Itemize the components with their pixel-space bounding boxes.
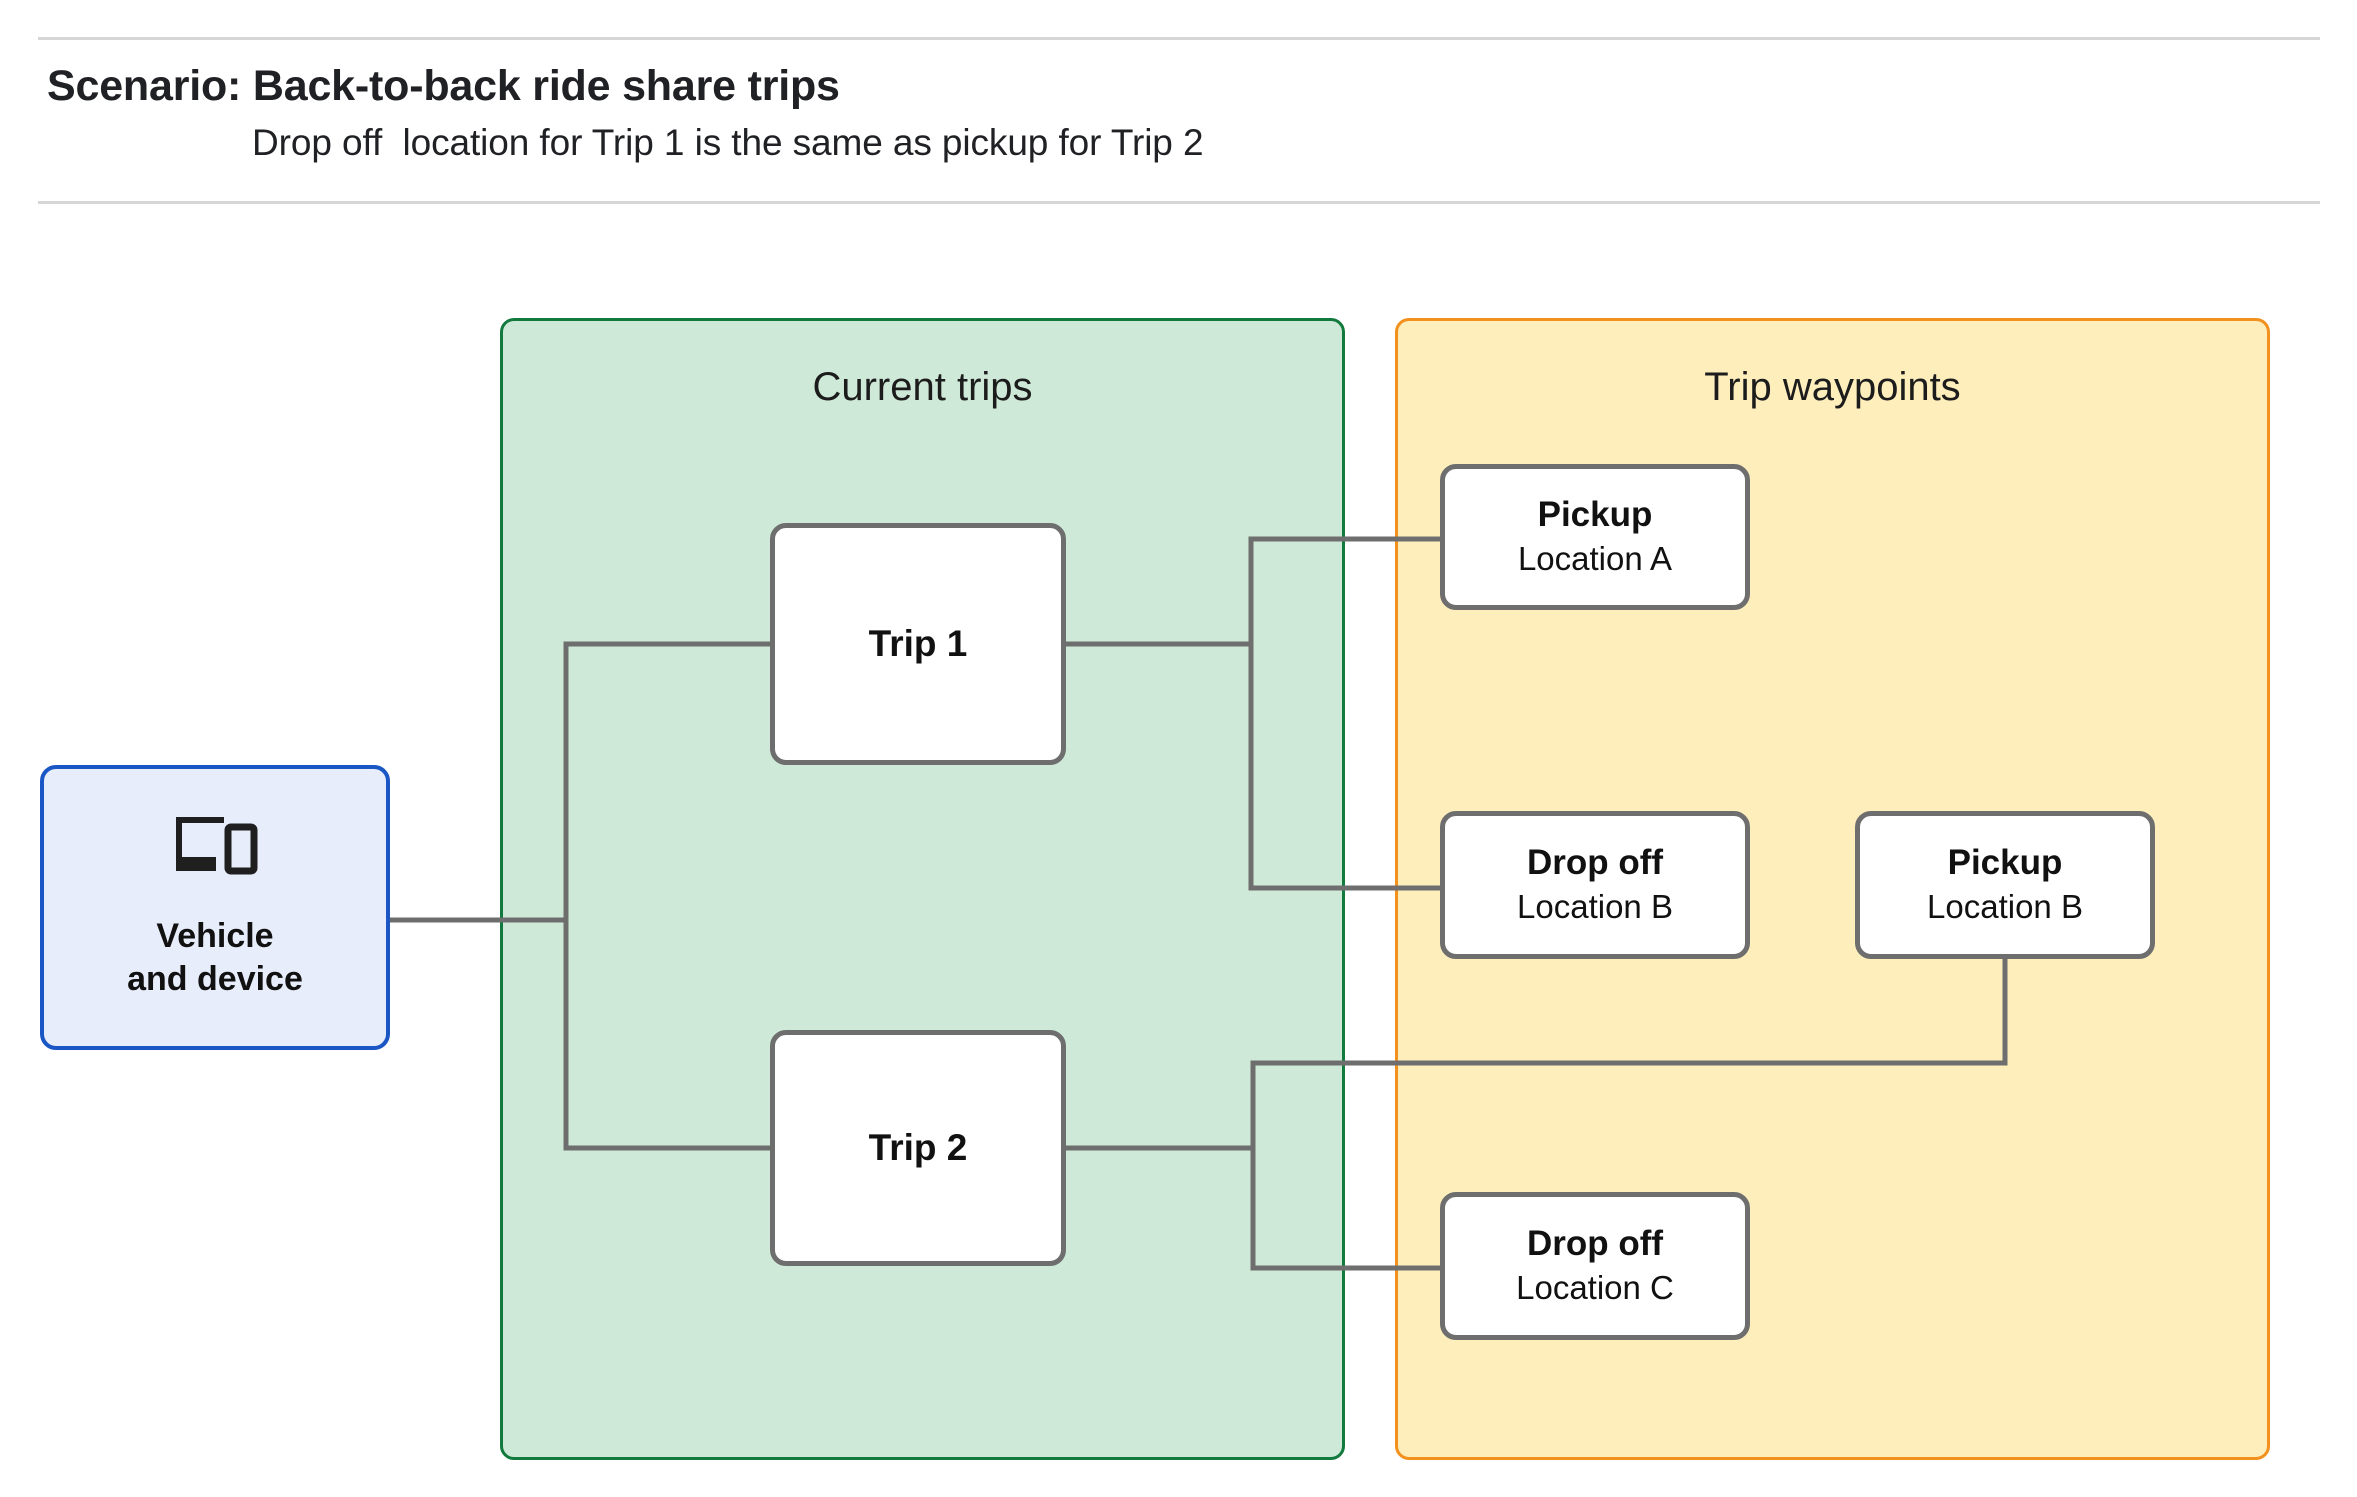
wire-trip-1-to-dropoff-b — [1248, 644, 1440, 891]
panel-current-trips-title: Current trips — [812, 365, 1033, 409]
panel-current-trips: Current trips — [500, 318, 1345, 1460]
wire-trip-2-to-dropoff-c — [1250, 1148, 1440, 1271]
node-waypoint-dropoff-c[interactable]: Drop off Location C — [1440, 1192, 1750, 1340]
node-trip-1[interactable]: Trip 1 — [770, 523, 1066, 765]
waypoint-type: Drop off — [1526, 1224, 1664, 1264]
node-waypoint-pickup-a[interactable]: Pickup Location A — [1440, 464, 1750, 610]
waypoint-type: Pickup — [1537, 495, 1653, 535]
page-subtitle: Drop off location for Trip 1 is the same… — [252, 122, 1204, 163]
node-vehicle-and-device[interactable]: Vehicle and device — [40, 765, 390, 1050]
devices-icon — [176, 817, 258, 875]
trip-1-label: Trip 1 — [868, 623, 968, 664]
node-waypoint-dropoff-b[interactable]: Drop off Location B — [1440, 811, 1750, 959]
waypoint-location: Location C — [1516, 1269, 1674, 1307]
wire-split-to-trip-2 — [563, 920, 770, 1151]
panel-trip-waypoints-title: Trip waypoints — [1704, 365, 1961, 409]
waypoint-location: Location A — [1517, 540, 1673, 578]
waypoint-location: Location B — [1927, 888, 2083, 926]
header-divider-bottom — [38, 201, 2320, 204]
node-waypoint-pickup-b[interactable]: Pickup Location B — [1855, 811, 2155, 959]
page-title: Scenario: Back-to-back ride share trips — [47, 62, 840, 110]
trip-2-label: Trip 2 — [868, 1127, 968, 1168]
waypoint-location: Location B — [1517, 888, 1673, 926]
wire-trip-1-to-pickup-a — [1248, 536, 1440, 644]
wire-split-to-trip-1 — [563, 641, 770, 920]
wire-trip-2-to-pickup-b — [1250, 959, 2008, 1148]
header-divider-top — [38, 37, 2320, 40]
vehicle-label: Vehicle and device — [127, 917, 303, 998]
waypoint-type: Drop off — [1526, 843, 1664, 883]
waypoint-type: Pickup — [1947, 843, 2063, 883]
node-trip-2[interactable]: Trip 2 — [770, 1030, 1066, 1266]
